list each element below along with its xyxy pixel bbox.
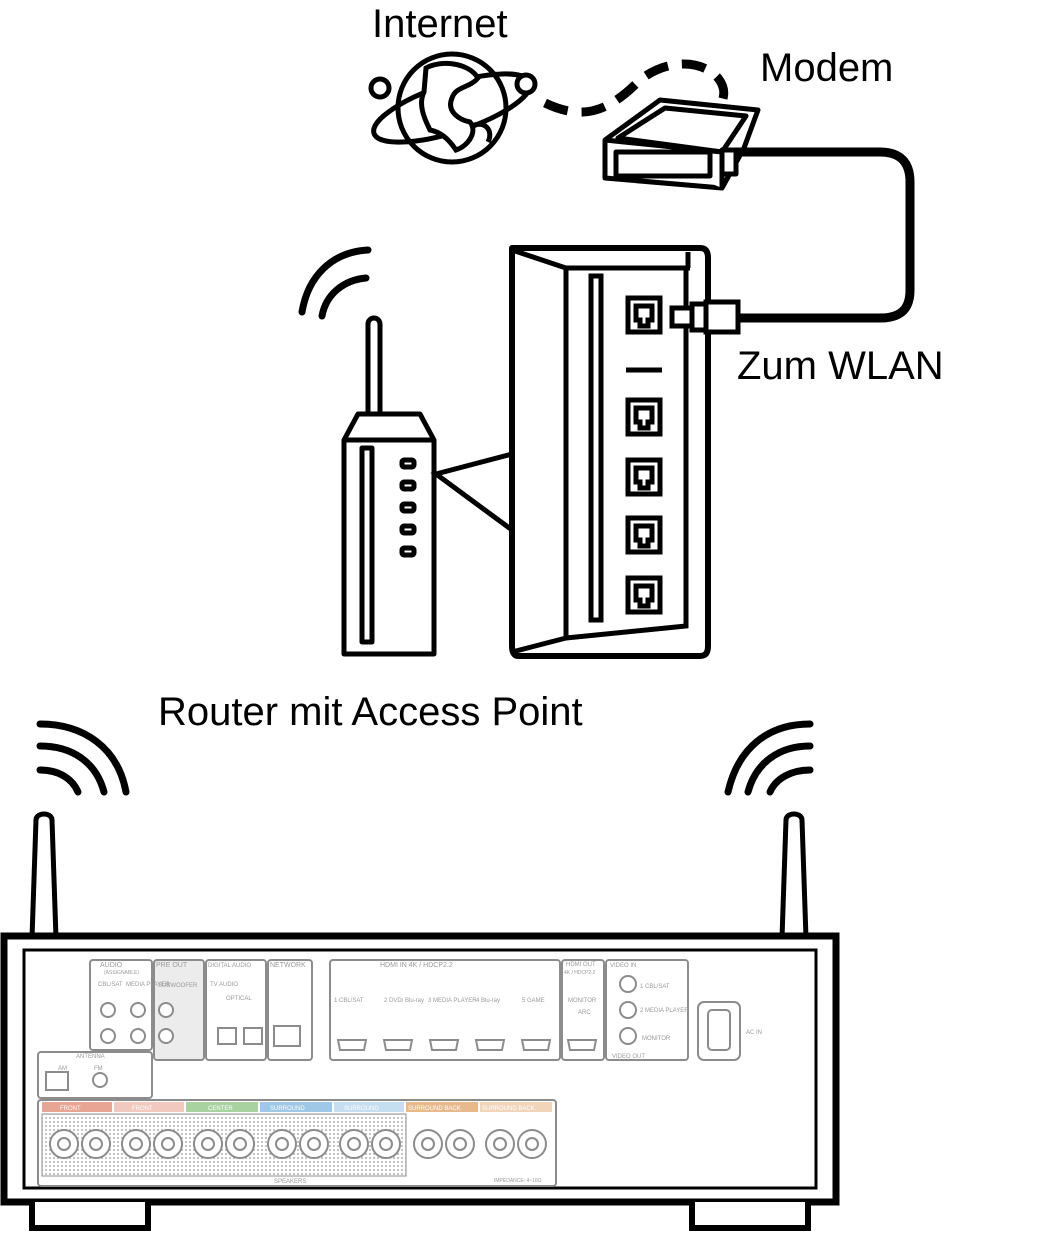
wan-port-icon	[625, 295, 663, 335]
optical-network-ports	[45, 1009, 731, 1091]
audio-in-label: AUDIO	[100, 962, 123, 969]
video-input-2-label: 2 MEDIA PLAYER	[640, 1008, 689, 1014]
speaker-color-bands	[42, 1102, 552, 1112]
front-right-label: FRONT	[132, 1106, 153, 1112]
hdmi-input-5-label: 5 GAME	[522, 998, 545, 1004]
hdmi-input-4-label: 4 Blu-ray	[476, 998, 500, 1004]
fm-label: FM	[94, 1066, 103, 1072]
zum-wlan-label: Zum WLAN	[737, 344, 944, 388]
modem-label: Modem	[760, 46, 894, 90]
ethernet-plug-icon	[669, 299, 741, 335]
speaker-section-labels: FRONT FRONT CENTER SURROUND SURROUND SUR…	[60, 1106, 535, 1112]
tv-audio-label: TV AUDIO	[210, 982, 238, 988]
hdmi-ports	[336, 1039, 598, 1051]
ac-in-label: AC IN	[746, 1030, 762, 1036]
lan-port-3-icon	[625, 515, 663, 555]
subwoofer-label: SUBWOOFER	[158, 983, 198, 989]
globe-orbit-dot-right-icon	[514, 72, 538, 96]
hdmi-input-1-label: 1 CBL/SAT	[334, 998, 364, 1004]
video-out-label: VIDEO OUT	[612, 1054, 645, 1060]
pre-out-label: PRE OUT	[156, 962, 188, 969]
impedance-label: IMPEDANCE: 4~16Ω	[494, 1178, 542, 1184]
rca-jacks	[92, 975, 637, 1088]
globe-orbit-dot-left-icon	[368, 76, 392, 100]
digital-audio-label: DIGITAL AUDIO	[208, 963, 251, 969]
surround-right-label: SURROUND	[344, 1106, 379, 1112]
video-monitor-label: MONITOR	[642, 1036, 671, 1042]
router-callout-pointer	[430, 450, 515, 535]
video-in-label: VIDEO IN	[610, 963, 636, 969]
hdmi-input-labels: 1 CBL/SAT 2 DVD/ Blu-ray 3 MEDIA PLAYER …	[334, 984, 689, 1014]
hdmi-input-3-label: 3 MEDIA PLAYER	[428, 998, 477, 1004]
router-wifi-icon	[298, 246, 372, 320]
front-label: FRONT	[60, 1106, 81, 1112]
monitor-label: MONITOR	[568, 998, 597, 1004]
router-icon	[341, 315, 437, 657]
receiver-wifi-left-icon	[36, 720, 130, 796]
internet-link-line	[543, 59, 729, 117]
surround-back-right-label: SURROUND BACK	[482, 1106, 535, 1112]
cbl-sat-label: CBL/SAT	[98, 982, 123, 988]
hdmi-in-label: HDMI IN 4K / HDCP2.2	[380, 962, 453, 969]
antenna-label: ANTENNA	[76, 1054, 105, 1060]
hdmi-out-sub-label: 4K / HDCP2.2	[564, 970, 596, 976]
router-label: Router mit Access Point	[158, 690, 583, 734]
modem-icon	[602, 97, 761, 191]
lan-port-4-icon	[625, 575, 663, 615]
internet-label: Internet	[372, 2, 508, 46]
surround-back-label: SURROUND BACK	[408, 1106, 461, 1112]
optical-label: OPTICAL	[226, 996, 252, 1002]
network-label: NETWORK	[270, 962, 306, 969]
media-player-label: MEDIA PLAYER	[126, 982, 170, 988]
am-label: AM	[58, 1066, 67, 1072]
receiver-labels: AUDIO (ASSIGNABLE) CBL/SAT MEDIA PLAYER …	[58, 962, 762, 1185]
surround-label: SURROUND	[270, 1106, 305, 1112]
center-label: CENTER	[208, 1106, 233, 1112]
modem-router-cable	[736, 147, 915, 323]
arc-label: ARC	[578, 1010, 591, 1016]
hdmi-input-2-label: 2 DVD/ Blu-ray	[384, 998, 424, 1004]
speakers-label: SPEAKERS	[274, 1179, 306, 1185]
assignable-label: (ASSIGNABLE)	[104, 970, 139, 976]
globe-icon	[371, 51, 533, 165]
lan-port-1-icon	[625, 397, 663, 437]
receiver-wifi-right-icon	[724, 720, 814, 796]
lan-port-2-icon	[625, 457, 663, 497]
speaker-terminals	[41, 1113, 547, 1177]
hdmi-out-label: HDMI OUT	[566, 962, 596, 968]
video-input-1-label: 1 CBL/SAT	[640, 984, 670, 990]
